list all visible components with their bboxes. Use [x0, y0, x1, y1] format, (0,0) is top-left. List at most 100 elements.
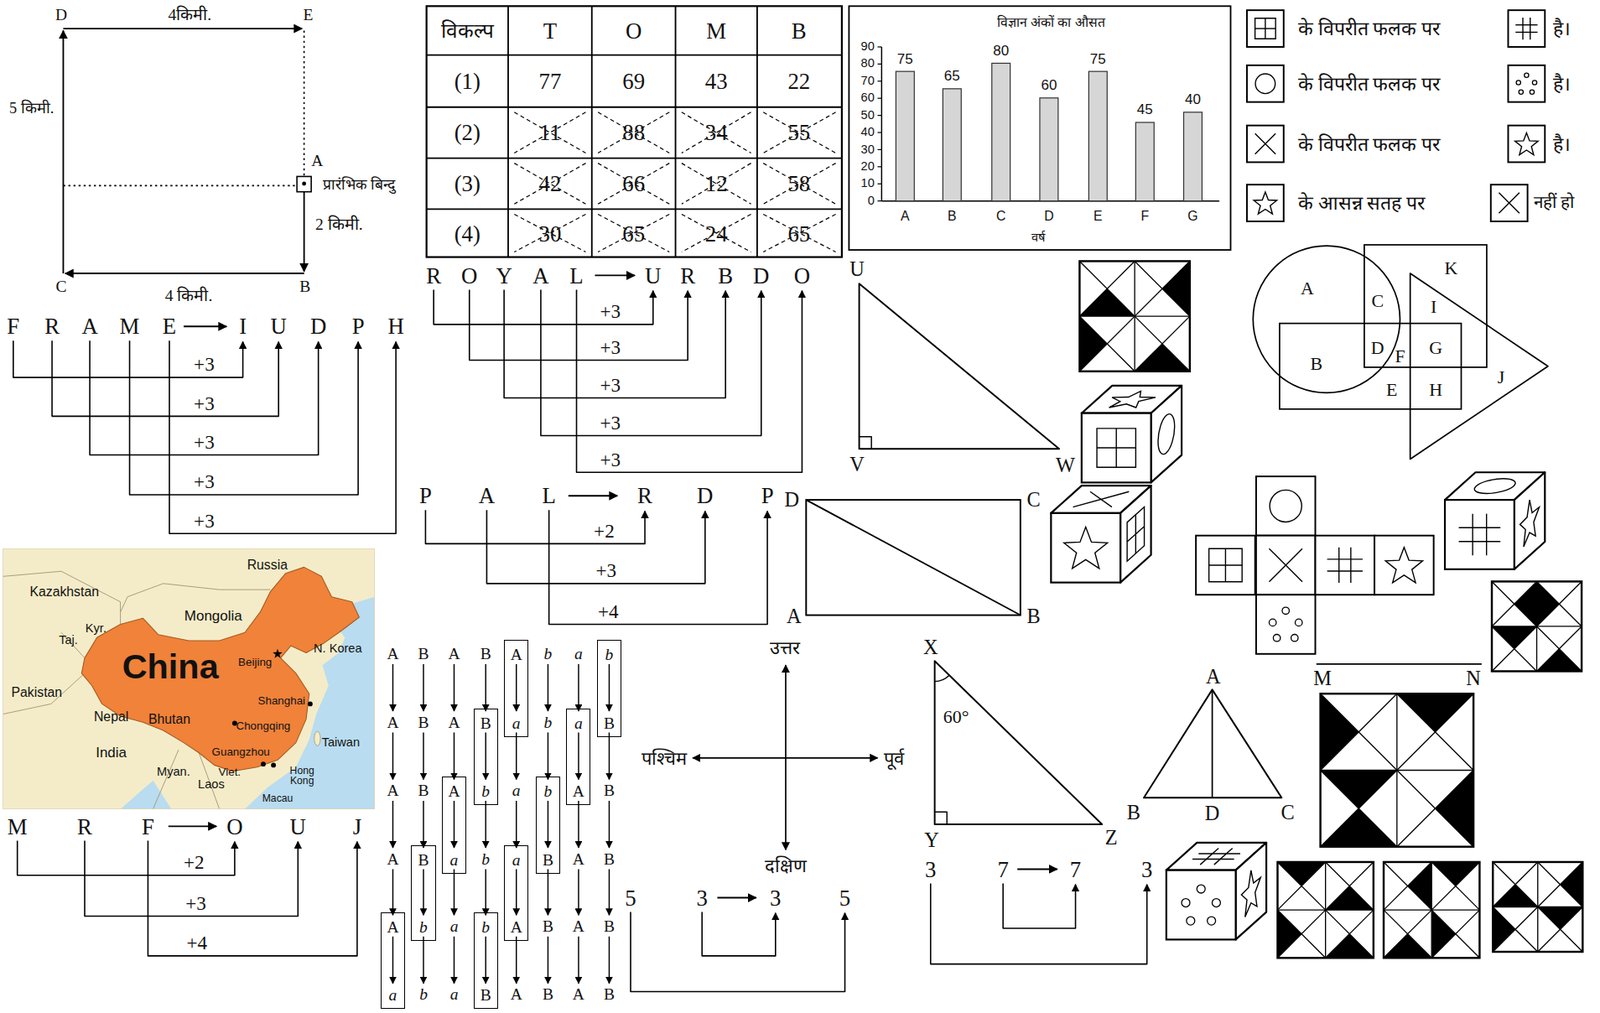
map-label: Taiwan: [322, 736, 360, 749]
direction-label: पूर्व: [883, 748, 904, 769]
axis-category: G: [1187, 209, 1198, 224]
face-symbol: [1498, 192, 1520, 214]
grid-letter: a: [504, 851, 528, 869]
symbol-stroke: [1350, 547, 1351, 583]
axis-tick-label: 20: [861, 160, 875, 173]
region-label: E: [1386, 379, 1398, 399]
grid-letter: A: [572, 986, 585, 1003]
pattern-line: [1325, 862, 1374, 910]
route-label: B: [299, 278, 311, 296]
grid-letter: A: [566, 783, 590, 800]
flow-arrow: [453, 664, 455, 712]
map-label: Shanghai: [258, 695, 307, 707]
table-rule: [426, 157, 842, 160]
grid-letter: B: [603, 782, 615, 800]
bar-value: 60: [1040, 77, 1057, 94]
code-letter: J: [353, 815, 362, 839]
altitude: [1211, 689, 1214, 798]
map-label: Bhutan: [148, 712, 191, 728]
grid-letter: B: [603, 850, 615, 868]
cube-face: [1236, 842, 1268, 941]
pattern-line: [1320, 693, 1398, 770]
letter-pair-box: aA: [503, 845, 529, 941]
pattern-frame: [1320, 693, 1475, 847]
black-triangle: [1320, 769, 1398, 809]
table-cell: 42: [538, 171, 562, 196]
pattern-line: [1397, 769, 1474, 847]
axis-tick: [877, 46, 882, 47]
pattern-line: [1491, 581, 1538, 627]
code-letter: O: [226, 815, 243, 839]
direction-label: उत्तर: [769, 637, 800, 657]
shift-label: +3: [193, 431, 215, 452]
code-letter: M: [7, 815, 28, 839]
symbol-stroke: [1192, 858, 1235, 860]
flow-arrow: [577, 936, 579, 984]
axis-category: A: [900, 209, 910, 224]
statement-text: नहीं हो: [1533, 193, 1575, 213]
face-symbol: [1096, 428, 1136, 468]
symbol-stroke: [1498, 192, 1520, 214]
pattern-line: [1383, 909, 1432, 958]
grid-letter: b: [411, 919, 435, 936]
symbol-stroke: [1515, 31, 1538, 33]
black-triangle: [1491, 626, 1538, 650]
route-segment: [62, 27, 302, 30]
symbol-stroke: [1522, 17, 1523, 40]
pattern-line: [1325, 909, 1374, 958]
symbol-stroke: [1214, 847, 1233, 865]
shift-label: +3: [193, 509, 215, 530]
axis-tick-label: 0: [867, 194, 875, 208]
route-label: 5 किमी.: [9, 101, 54, 118]
table-cell: (2): [454, 120, 481, 145]
black-triangle: [1407, 862, 1433, 910]
pattern-line: [1537, 626, 1583, 672]
letter-pair-box: bB: [535, 776, 561, 874]
code-letter: R: [425, 263, 442, 287]
face-symbol: [1268, 607, 1303, 642]
strike-line: [514, 163, 586, 205]
coding-connector: [147, 840, 357, 956]
coding-connector: [17, 840, 235, 875]
pattern-line: [1492, 906, 1538, 952]
table-cell: (3): [454, 171, 481, 196]
rectangle: [805, 499, 1021, 615]
code-letter: R: [680, 263, 696, 287]
map-label: China: [122, 649, 219, 686]
grid-letter: a: [450, 986, 459, 1003]
pattern-square: [1492, 862, 1583, 952]
coding-connector: [433, 289, 654, 324]
axis-category: F: [1140, 209, 1149, 224]
map-border: [3, 571, 121, 624]
symbol-stroke: [1518, 89, 1523, 94]
flow-arrow: [484, 936, 486, 984]
flow-arrow: [577, 732, 579, 780]
face-square: [1246, 184, 1284, 222]
vertex-label: B: [1127, 801, 1141, 824]
cube-face: [1050, 513, 1121, 583]
pattern-square: [1320, 693, 1475, 847]
table-cell: 43: [705, 69, 728, 94]
grid-letter: A: [386, 850, 399, 868]
symbol-stroke: [1515, 132, 1539, 155]
flow-arrow: [453, 936, 455, 984]
symbol-stroke: [1253, 192, 1278, 214]
flow-arrow: [608, 732, 610, 780]
route-label: A: [311, 152, 323, 170]
face-symbol: [1158, 407, 1175, 460]
map-label: Taj.: [58, 634, 78, 648]
symbol-stroke: [1291, 634, 1299, 642]
symbol-stroke: [1529, 17, 1531, 40]
grid-letter: b: [536, 783, 560, 800]
axis-category: B: [947, 209, 957, 224]
shift-label: +3: [193, 393, 215, 414]
pattern-frame: [1079, 260, 1190, 371]
axis-tick: [877, 63, 882, 65]
capital-star: [272, 649, 283, 659]
grid-letter: b: [419, 986, 428, 1003]
shift-label: +3: [193, 353, 215, 375]
statement-text: के आसन्न सतह पर: [1298, 192, 1425, 213]
map-label: Viet.: [218, 766, 242, 779]
pattern-square: [1491, 581, 1582, 671]
